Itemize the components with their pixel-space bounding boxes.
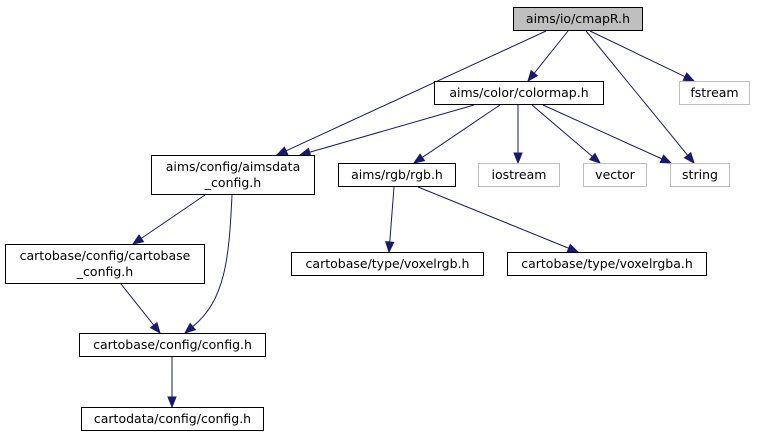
edge-arrowhead (131, 234, 145, 245)
edge-arrowhead (513, 152, 523, 165)
edge-line (389, 186, 395, 243)
edge-arrowhead (167, 396, 177, 409)
node-iostream: iostream (478, 163, 560, 187)
edge-arrowhead (682, 72, 696, 82)
edge-line (422, 104, 501, 158)
edge-arrowhead (385, 241, 395, 254)
edge-cmapR-to-string (585, 30, 695, 165)
node-label: vector (595, 167, 636, 182)
edge-rgb-to-voxelrgb (385, 186, 395, 254)
node-voxelrgba[interactable]: cartobase/type/voxelrgba.h (507, 252, 707, 276)
edge-aimsdata_config-to-cartobase_config (131, 194, 206, 245)
edge-line (585, 30, 689, 156)
edge-arrowhead (659, 154, 673, 164)
edge-line (309, 104, 475, 153)
node-label: aims/io/cmapR.h (526, 11, 630, 26)
edge-cartobase_config-to-config (120, 283, 161, 335)
edge-line (192, 194, 233, 328)
edge-colormap-to-string (542, 104, 673, 164)
node-box (151, 155, 315, 195)
edge-cmapR-to-colormap (527, 30, 569, 83)
node-label: aims/rgb/rgb.h (351, 167, 443, 182)
edge-line (417, 186, 569, 249)
edge-colormap-to-iostream (513, 105, 523, 165)
node-box (513, 7, 643, 31)
edge-colormap-to-vector (531, 104, 602, 164)
node-box (434, 81, 604, 105)
node-label: cartodata/config/config.h (94, 411, 251, 426)
edge-arrowhead (183, 322, 197, 334)
edge-aimsdata_config-to-config (183, 194, 233, 334)
node-cartodata_config[interactable]: cartodata/config/config.h (81, 407, 264, 431)
edge-line (589, 30, 686, 78)
edge-arrowhead (275, 146, 289, 156)
nodes-layer: aims/io/cmapR.h aims/color/colormap.h fstr… (5, 7, 750, 431)
node-cmapR[interactable]: aims/io/cmapR.h (513, 7, 643, 31)
edge-colormap-to-rgb (412, 104, 501, 164)
edge-arrowhead (588, 152, 602, 164)
edge-arrowhead (412, 153, 426, 164)
edge-line (140, 194, 206, 239)
node-box (79, 333, 266, 357)
edge-rgb-to-voxelrgba (417, 186, 580, 253)
node-voxelrgb[interactable]: cartobase/type/voxelrgb.h (291, 252, 484, 276)
edge-config-to-cartodata_config (167, 357, 177, 409)
edges-layer (120, 30, 696, 409)
edge-arrowhead (527, 69, 539, 83)
node-label: _config.h (204, 175, 261, 190)
node-label: cartobase/config/config.h (93, 337, 252, 352)
node-box (583, 163, 647, 187)
node-fstream: fstream (679, 81, 750, 105)
node-box (679, 81, 750, 105)
edge-line (542, 104, 663, 160)
edge-arrowhead (683, 151, 695, 165)
edge-line (531, 104, 593, 157)
edge-cmapR-to-aimsdata_config (275, 30, 547, 156)
node-rgb[interactable]: aims/rgb/rgb.h (338, 163, 456, 187)
node-box (5, 244, 205, 284)
edge-colormap-to-aimsdata_config (298, 104, 475, 157)
edge-arrowhead (298, 147, 312, 157)
edge-arrowhead (149, 321, 161, 335)
edge-line (120, 283, 155, 326)
node-box (338, 163, 456, 187)
node-cartobase_config[interactable]: cartobase/config/cartobase_config.h (5, 244, 205, 284)
node-box (507, 252, 707, 276)
node-box (478, 163, 560, 187)
edge-line (533, 30, 569, 74)
node-label: string (682, 167, 718, 182)
node-aimsdata_config[interactable]: aims/config/aimsdata_config.h (151, 155, 315, 195)
node-label: iostream (492, 167, 547, 182)
node-vector: vector (583, 163, 647, 187)
edge-cmapR-to-fstream (589, 30, 696, 82)
node-box (670, 163, 730, 187)
node-label: cartobase/type/voxelrgba.h (521, 256, 693, 271)
node-config[interactable]: cartobase/config/config.h (79, 333, 266, 357)
node-box (291, 252, 484, 276)
node-label: aims/color/colormap.h (449, 85, 588, 100)
node-label: fstream (690, 85, 738, 100)
node-string: string (670, 163, 730, 187)
node-label: _config.h (76, 264, 133, 279)
node-label: cartobase/config/cartobase (20, 248, 191, 263)
node-label: cartobase/type/voxelrgb.h (306, 256, 470, 271)
node-colormap[interactable]: aims/color/colormap.h (434, 81, 604, 105)
node-box (81, 407, 264, 431)
edge-line (285, 30, 547, 152)
node-label: aims/config/aimsdata (166, 159, 300, 174)
edge-arrowhead (566, 243, 580, 253)
